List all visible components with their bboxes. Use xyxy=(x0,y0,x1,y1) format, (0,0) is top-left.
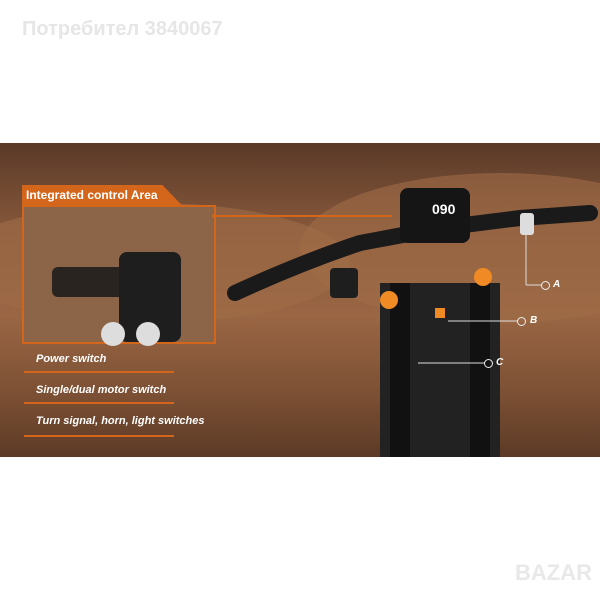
feature-label: Single/dual motor switch xyxy=(36,384,167,396)
product-image: Integrated control Area Power switch Sin… xyxy=(0,143,600,457)
horn-button xyxy=(101,322,125,346)
watermark: Потребител 3840067 xyxy=(22,18,223,40)
scooter-image xyxy=(227,188,598,457)
panel-title: Integrated control Area xyxy=(22,185,182,205)
light-button xyxy=(136,322,160,346)
feature-label: Power switch xyxy=(36,353,107,365)
speed-display: 090 xyxy=(432,201,456,217)
control-area-panel: Integrated control Area Power switch Sin… xyxy=(22,185,216,457)
bazar-logo: BAZAR xyxy=(515,560,592,585)
callout-c: C xyxy=(496,357,504,368)
control-closeup xyxy=(22,205,216,346)
callout-b: B xyxy=(530,315,538,326)
feature-label: Turn signal, horn, light switches xyxy=(36,415,205,427)
callout-a: A xyxy=(553,279,561,290)
